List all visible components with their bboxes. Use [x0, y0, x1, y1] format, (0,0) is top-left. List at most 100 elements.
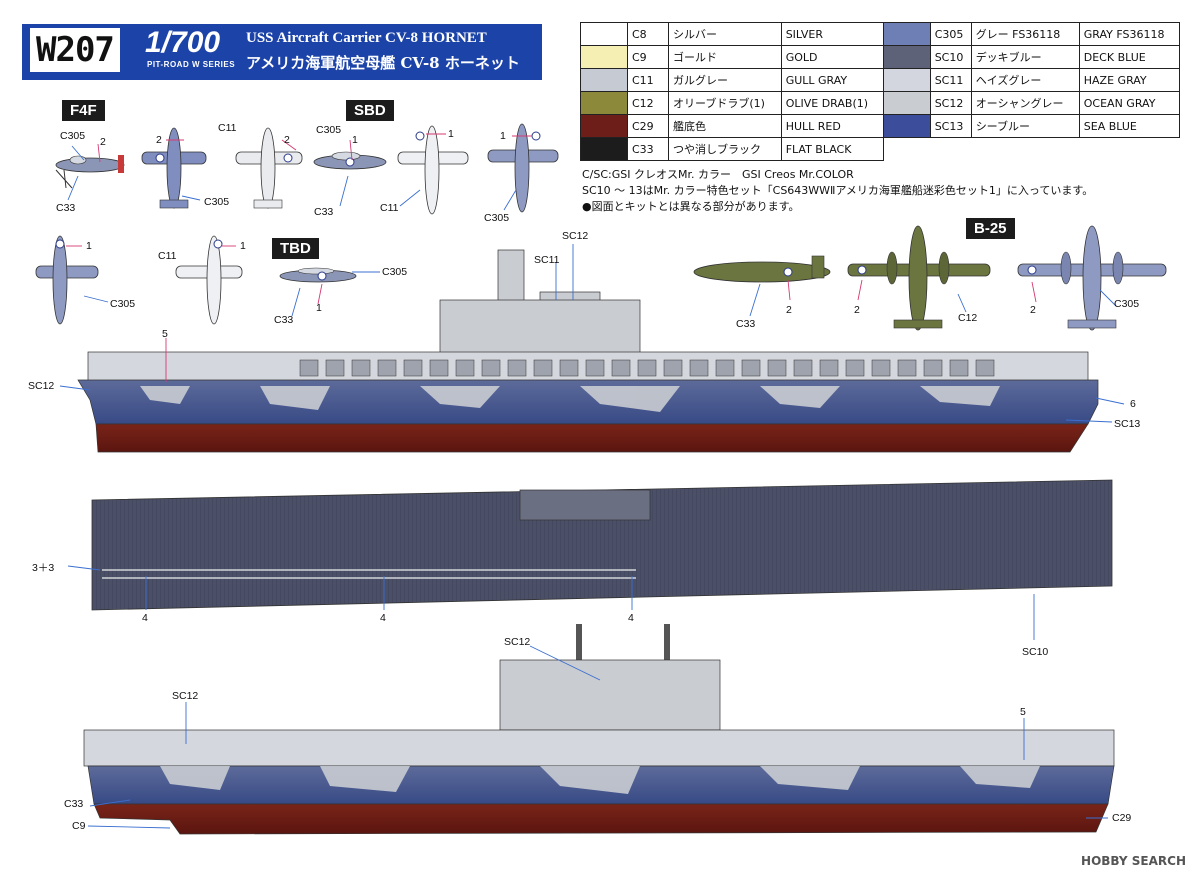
callout-2-b25-top: 2	[854, 304, 860, 316]
gallery-window	[741, 359, 761, 377]
gallery-window	[481, 359, 501, 377]
gallery-window	[923, 359, 943, 377]
gallery-window	[403, 359, 423, 377]
product-code: W207	[30, 28, 120, 72]
note-line-3: ●図面とキットとは異なる部分があります。	[582, 200, 800, 213]
scale-label: 1/700	[145, 26, 221, 59]
b25-label: B-25	[966, 218, 1015, 239]
color-code: C8	[627, 22, 669, 46]
color-code: SC10	[929, 45, 972, 69]
gallery-window	[793, 359, 813, 377]
b25-bottom-view	[1017, 225, 1167, 331]
color-swatch	[580, 68, 628, 92]
f4f-side-view	[55, 155, 125, 189]
color-en: SEA BLUE	[1078, 114, 1181, 138]
color-code: C11	[627, 68, 669, 92]
callout-2-b25-bottom: 2	[1030, 304, 1036, 316]
color-swatch	[580, 45, 628, 69]
gallery-window	[637, 359, 657, 377]
ship-name-en: USS Aircraft Carrier CV-8 HORNET	[246, 30, 487, 46]
color-jp: シーブルー	[970, 114, 1080, 138]
gallery-window	[299, 359, 319, 377]
watermark: HOBBY SEARCH	[1081, 854, 1186, 868]
color-swatch	[580, 137, 628, 161]
callout-5-port: 5	[1020, 706, 1026, 718]
callout-c305-sbd-top: C305	[484, 212, 510, 224]
callout-1-sbd: 1	[352, 134, 358, 146]
callout-c12-b25: C12	[958, 312, 978, 324]
color-en: OLIVE DRAB(1)	[780, 91, 884, 115]
gallery-window	[585, 359, 605, 377]
callout-c305-f4f: C305	[60, 130, 86, 142]
callout-sc12-port-island: SC12	[504, 636, 531, 648]
gallery-window	[559, 359, 579, 377]
gallery-window	[871, 359, 891, 377]
gallery-windows	[299, 359, 995, 377]
callout-sc11-island: SC11	[534, 254, 560, 266]
ship-name-jp: アメリカ海軍航空母艦 CV-8 ホーネット	[246, 54, 520, 72]
sbd-bottom-view	[397, 125, 469, 215]
callout-2-f4f-bottom: 2	[284, 134, 290, 146]
callout-sc12-island: SC12	[562, 230, 589, 242]
color-swatch	[882, 45, 931, 69]
callout-c33-b25: C33	[736, 318, 756, 330]
color-jp: オリーブドラブ(1)	[668, 91, 782, 115]
color-en: GOLD	[780, 45, 884, 69]
color-swatch	[580, 114, 628, 138]
sbd-bottom-view-2	[175, 235, 243, 325]
gallery-window	[507, 359, 527, 377]
tbd-side-view	[279, 267, 357, 283]
gallery-window	[351, 359, 371, 377]
callout-3-3-deck: 3＋3	[32, 562, 55, 574]
gallery-window	[767, 359, 787, 377]
color-en: GULL GRAY	[780, 68, 884, 92]
sbd-side-view	[313, 151, 387, 170]
callout-sc12-starboard: SC12	[28, 380, 55, 392]
callout-c11-row2: C11	[158, 250, 177, 262]
color-en: SILVER	[780, 22, 884, 46]
f4f-bottom-view	[235, 127, 303, 209]
color-code: SC13	[929, 114, 972, 138]
color-code: C33	[627, 137, 669, 161]
callout-c33-sbd: C33	[314, 206, 334, 218]
callout-sc12-port: SC12	[172, 690, 199, 702]
color-swatch	[882, 114, 931, 138]
callout-4-deck-c: 4	[628, 612, 634, 624]
callout-4-deck-b: 4	[380, 612, 386, 624]
callout-c11-sbd: C11	[380, 202, 399, 214]
callout-2-f4f-top: 2	[156, 134, 162, 146]
callout-1-sbd-bottom: 1	[448, 128, 454, 140]
callout-c305-tbd: C305	[382, 266, 408, 278]
b25-top-view	[847, 225, 991, 331]
gallery-window	[429, 359, 449, 377]
color-code: C305	[929, 22, 972, 46]
gallery-window	[949, 359, 969, 377]
color-jp: グレー FS36118	[970, 22, 1080, 46]
callout-2-b25-side: 2	[786, 304, 792, 316]
ship-deck-plan-view	[91, 479, 1113, 611]
callout-5-starboard: 5	[162, 328, 168, 340]
sbd-top-view	[487, 123, 559, 213]
callout-c305-b25: C305	[1114, 298, 1140, 310]
callout-4-deck-a: 4	[142, 612, 148, 624]
color-en: FLAT BLACK	[780, 137, 884, 161]
gallery-window	[819, 359, 839, 377]
gallery-window	[377, 359, 397, 377]
gallery-window	[975, 359, 995, 377]
color-code: C12	[627, 91, 669, 115]
callout-1-tbd: 1	[316, 302, 322, 314]
tbd-label: TBD	[272, 238, 319, 259]
color-en: GRAY FS36118	[1078, 22, 1181, 46]
color-code: C9	[627, 45, 669, 69]
callout-1-row2-b: 1	[240, 240, 246, 252]
series-label: PIT-ROAD W SERIES	[147, 60, 236, 69]
gallery-window	[715, 359, 735, 377]
leader-lines	[59, 145, 1125, 829]
callout-2-f4f: 2	[100, 136, 106, 148]
callout-1-row2: 1	[86, 240, 92, 252]
color-jp: シルバー	[668, 22, 782, 46]
